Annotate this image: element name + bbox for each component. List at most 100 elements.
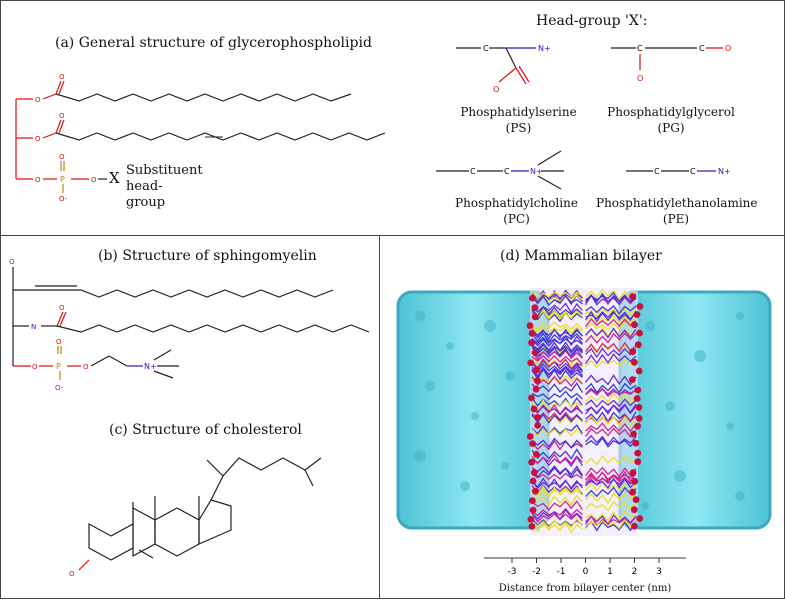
phosphate-headgroup [531, 313, 539, 321]
head-group-ps-name: Phosphatidylserine [460, 105, 577, 119]
lipid-chain [531, 375, 583, 388]
lipid-chain [531, 346, 583, 357]
svg-text:O: O [32, 363, 38, 371]
head-group-title: Head-group 'X': [536, 13, 648, 29]
phosphate-headgroup [526, 433, 534, 440]
phosphate-headgroup [527, 516, 535, 523]
lipid-chain [585, 288, 637, 301]
lipid-chain [585, 509, 637, 522]
lipid-chain [531, 349, 583, 361]
lipid-chain [531, 494, 583, 507]
phosphate-headgroup [629, 469, 637, 477]
lipid-chain [585, 500, 637, 512]
lipid-chain [585, 343, 637, 354]
panel-c-title: (c) Structure of cholesterol [109, 422, 302, 438]
lipid-chain [531, 437, 583, 449]
phosphate-headgroup [634, 449, 642, 457]
phosphate-headgroup [529, 294, 536, 302]
lipid-chain [531, 507, 583, 517]
lipid-chain [531, 310, 583, 323]
axis-tick-label: -1 [557, 567, 566, 577]
lipid-chain [531, 382, 583, 393]
lipid-chain [531, 485, 583, 497]
lipid-chain [585, 310, 637, 323]
lipid-chain [531, 368, 583, 381]
svg-text:N: N [31, 323, 36, 331]
lipid-chain [585, 434, 637, 446]
axis-tick-label: 3 [656, 567, 662, 577]
lipid-chain [531, 427, 583, 438]
lipid-chain [585, 518, 637, 530]
lipid-chain [585, 392, 637, 404]
phosphate-headgroup [533, 451, 540, 458]
svg-text:N+: N+ [530, 167, 543, 176]
phosphate-headgroup [635, 415, 643, 422]
lipid-chain [585, 520, 637, 532]
phosphate-headgroup [631, 522, 638, 530]
x-label: X [109, 169, 120, 187]
lipid-chain [531, 398, 583, 411]
phosphate-headgroup [636, 303, 644, 310]
lipid-chain [531, 358, 583, 370]
substituent-label: Substituent head-group [126, 163, 203, 210]
phosphate-headgroup [629, 348, 637, 356]
phosphate-headgroup [526, 322, 534, 330]
lipid-chain [585, 387, 637, 398]
lipid-chain [585, 306, 637, 318]
lipid-chain [585, 427, 637, 439]
phosphate-headgroup [529, 477, 537, 485]
lipid-chain [531, 465, 583, 476]
head-group-pe-name: Phosphatidylethanolamine [596, 196, 758, 210]
lipid-chain [585, 305, 637, 315]
lipid-chain [531, 343, 583, 354]
svg-text:C: C [654, 167, 660, 176]
water-right [618, 290, 772, 530]
svg-text:N+: N+ [718, 167, 731, 176]
axis-tick-label: 1 [607, 567, 613, 577]
svg-text:O: O [59, 153, 65, 161]
lipid-chain [531, 439, 583, 451]
phosphate-headgroup [530, 405, 538, 413]
lipid-chain [531, 365, 583, 377]
panel-bc: (b) Structure of sphingomyelin O [0, 235, 380, 599]
phosphate-headgroup [631, 321, 638, 329]
phosphate-headgroup [635, 367, 643, 375]
lipid-chain [531, 521, 583, 534]
phosphate-headgroup [532, 487, 539, 495]
lipid-chain [585, 492, 637, 505]
lipid-chain [585, 387, 637, 396]
phosphate-headgroup [531, 349, 539, 356]
lipid-chain [585, 314, 637, 326]
lipid-chain [585, 454, 637, 466]
phosphate-headgroup [528, 458, 535, 466]
phosphate-headgroup [531, 469, 538, 476]
lipid-chain [531, 302, 583, 314]
phosphate-headgroup [629, 488, 636, 496]
svg-text:O: O [59, 304, 65, 312]
phosphate-headgroup [632, 496, 640, 503]
svg-text:O: O [56, 338, 62, 346]
phosphate-headgroup [534, 414, 541, 421]
lipid-chain [531, 354, 583, 365]
phosphate-headgroup [528, 523, 536, 530]
sphingomyelin-structure: O N O O P O [9, 258, 370, 392]
phosphate-headgroup [634, 422, 641, 430]
head-group-pg-abbr: (PG) [657, 121, 685, 135]
lipid-chain [531, 448, 583, 460]
phosphate-headgroup [633, 311, 641, 318]
phosphate-headgroup [636, 515, 644, 522]
phosphate-headgroup [531, 304, 539, 312]
lipid-chain [585, 382, 637, 394]
lipid-chain [585, 332, 637, 344]
head-group-pc-abbr: (PC) [503, 212, 530, 226]
lipid-chain [531, 320, 583, 332]
head-group-pg-name: Phosphatidylglycerol [607, 105, 735, 119]
phosphate-headgroup [629, 293, 636, 300]
phosphate-headgroup [632, 439, 640, 447]
svg-text:P: P [60, 175, 65, 184]
lipid-chain [531, 332, 583, 344]
phosphate-headgroup [634, 386, 642, 394]
svg-text:O-: O- [59, 195, 68, 203]
phosphate-headgroup [631, 358, 638, 366]
